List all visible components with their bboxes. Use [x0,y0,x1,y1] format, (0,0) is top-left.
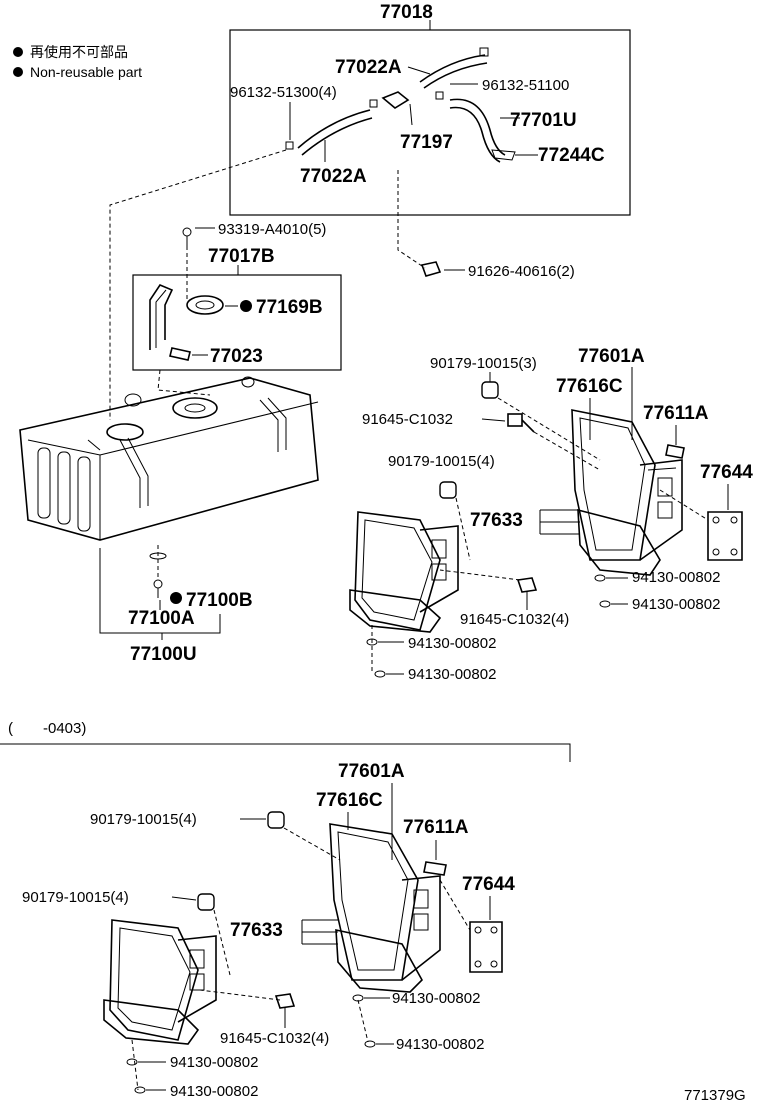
part-label-77644-upper: 77644 [700,462,753,483]
non-reusable-dot-icon [13,67,23,77]
part-label-94130-00802-a1: 94130-00802 [632,569,720,586]
hose-assembly-77018: 77018 77022A 96132-51100 77197 96132-513… [229,2,631,269]
part-label-77197: 77197 [400,132,453,153]
part-label-94130-00802-b4: 94130-00802 [170,1083,258,1100]
part-label-77601A-upper: 77601A [578,346,645,367]
part-label-91645-C1032-upper: 91645-C1032 [362,411,453,428]
protector-group-upper: 90179-10015(3) 77601A 77616C 91645-C1032… [349,346,753,683]
part-label-77017B: 77017B [208,246,275,267]
part-label-77611A-upper: 77611A [643,403,709,424]
part-label-77644-lower: 77644 [462,874,515,895]
part-label-77022A-top: 77022A [335,57,402,78]
part-label-77701U: 77701U [510,110,577,131]
part-label-96132-51300: 96132-51300(4) [230,84,337,101]
section-divider: ( -0403) [0,720,571,762]
part-label-91645-C1032-4-lower: 91645-C1032(4) [220,1030,329,1047]
part-label-90179-10015-4-upper: 90179-10015(4) [388,453,495,470]
part-label-77601A-lower: 77601A [338,761,405,782]
gauge-assembly-77017B: 93319-A4010(5) 77017B 77169B 77023 [109,149,342,420]
part-label-96132-51100: 96132-51100 [482,77,569,94]
part-label-77100U: 77100U [130,644,197,665]
figure-code: 771379G [684,1087,746,1104]
part-label-94130-00802-b2: 94130-00802 [396,1036,484,1053]
part-label-94130-00802-a4: 94130-00802 [408,666,496,683]
legend: 再使用不可部品 Non-reusable part [13,44,142,80]
non-reusable-dot-icon [170,592,182,604]
fuel-tank: 77100B 77100A 77100U [19,376,319,665]
part-label-77023: 77023 [210,346,263,367]
part-label-77100A: 77100A [128,608,195,629]
non-reusable-dot-icon [13,47,23,57]
legend-jp-text: 再使用不可部品 [30,44,128,60]
part-label-91626-40616: 91626-40616(2) [468,263,575,280]
part-label-90179-10015-4-lower-b: 90179-10015(4) [22,889,129,906]
part-label-77169B: 77169B [256,297,323,318]
non-reusable-dot-icon [240,300,252,312]
part-label-77633-upper: 77633 [470,510,523,531]
part-label-77611A-lower: 77611A [403,817,469,838]
protector-group-lower: 77601A 77616C 90179-10015(4) 77611A 7764… [22,761,515,1100]
part-label-94130-00802-a3: 94130-00802 [408,635,496,652]
part-label-94130-00802-a2: 94130-00802 [632,596,720,613]
section-note: ( -0403) [8,720,86,737]
legend-en-text: Non-reusable part [30,64,142,80]
part-label-94130-00802-b3: 94130-00802 [170,1054,258,1071]
part-label-90179-10015-3: 90179-10015(3) [430,355,537,372]
part-label-77616C-upper: 77616C [556,376,623,397]
bolt-91626: 91626-40616(2) [420,261,575,280]
part-label-77616C-lower: 77616C [316,790,383,811]
part-label-94130-00802-b1: 94130-00802 [392,990,480,1007]
part-label-77018: 77018 [380,2,433,23]
part-label-77100B: 77100B [186,590,253,611]
part-label-77244C: 77244C [538,145,605,166]
part-label-91645-C1032-4-upper: 91645-C1032(4) [460,611,569,628]
part-label-77633-lower: 77633 [230,920,283,941]
part-label-90179-10015-4-lower-a: 90179-10015(4) [90,811,197,828]
part-label-93319-A4010: 93319-A4010(5) [218,221,326,238]
part-label-77022A-bottom: 77022A [300,166,367,187]
